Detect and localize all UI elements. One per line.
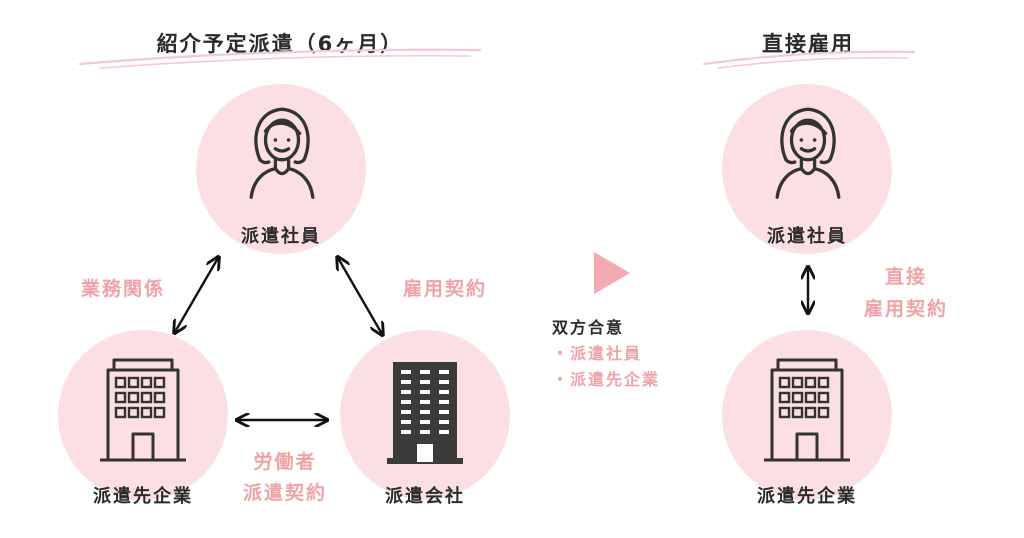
direct-contract-label-2: 雇用契約 <box>863 298 948 320</box>
agency-label: 派遣会社 <box>385 486 465 507</box>
transition-triangle <box>594 252 630 294</box>
agreement-title: 双方合意 <box>552 318 625 337</box>
arrow-worker-client <box>175 258 218 332</box>
agreement-item-client: ・派遣先企業 <box>552 370 661 389</box>
woman-icon <box>249 107 315 199</box>
office-building-icon <box>764 358 850 462</box>
employment-contract-label: 雇用契約 <box>402 278 487 300</box>
client-label-left: 派遣先企業 <box>93 486 193 507</box>
agency-building-icon <box>387 362 463 464</box>
worker-label-right: 派遣社員 <box>767 226 847 247</box>
dispatch-contract-label-2: 派遣契約 <box>242 482 327 504</box>
business-relationship-label: 業務関係 <box>80 278 165 300</box>
arrow-worker-agency <box>338 258 382 334</box>
agreement-item-worker: ・派遣社員 <box>552 344 643 363</box>
direct-contract-label-1: 直接 <box>884 266 927 288</box>
office-building-icon <box>100 358 186 462</box>
worker-label-left: 派遣社員 <box>241 226 321 247</box>
right-title-underline <box>702 50 916 69</box>
worker-circle-right <box>722 84 892 254</box>
dispatch-contract-label-1: 労働者 <box>253 451 317 473</box>
woman-icon <box>775 107 841 199</box>
client-label-right: 派遣先企業 <box>757 486 857 507</box>
worker-circle-left <box>196 84 366 254</box>
left-title-underline <box>78 48 482 69</box>
